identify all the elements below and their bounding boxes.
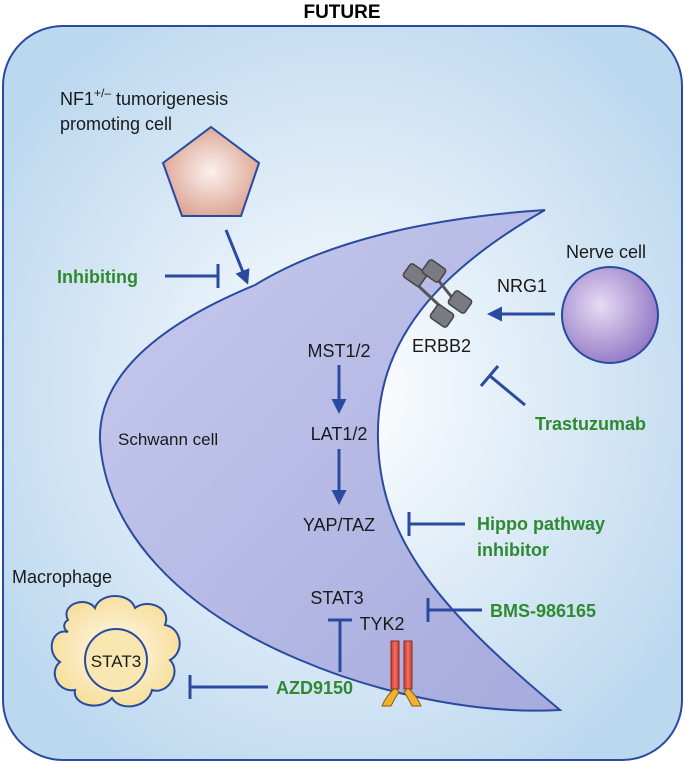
schwann-cell-label: Schwann cell	[118, 430, 218, 449]
trastuzumab-bar-cap	[479, 365, 500, 387]
tumor-to-schwann-arrow	[224, 229, 250, 285]
diagram-title: FUTURE	[303, 2, 380, 23]
erbb2-receptor-icon	[402, 259, 473, 328]
schwann-cell-shape	[98, 209, 563, 712]
yap-taz-label: YAP/TAZ	[303, 515, 375, 535]
mst-label: MST1/2	[307, 341, 370, 361]
tumor-cell-label-line1: NF1+/– tumorigenesis	[60, 86, 228, 109]
azd9150-label: AZD9150	[276, 678, 353, 698]
stat3-label: STAT3	[310, 588, 363, 608]
hippo-inhibitor-label-line1: Hippo pathway	[477, 514, 605, 534]
tumorigenesis-cell-shape	[161, 125, 261, 217]
inhibiting-label: Inhibiting	[57, 267, 138, 287]
macrophage-nucleus	[84, 628, 148, 692]
hippo-inhibitor-label-line2: inhibitor	[477, 540, 549, 560]
nerve-cell-label: Nerve cell	[566, 242, 646, 262]
macrophage-label: Macrophage	[12, 567, 112, 587]
cytokine-receptor-icon	[381, 640, 422, 707]
nerve-cell-shape	[561, 266, 659, 364]
tyk2-label: TYK2	[359, 614, 404, 634]
nrg1-label: NRG1	[497, 276, 547, 296]
bms-986165-label: BMS-986165	[490, 601, 596, 621]
macrophage-stat3-label: STAT3	[91, 652, 141, 671]
erbb2-label: ERBB2	[412, 336, 471, 356]
lat-label: LAT1/2	[311, 424, 368, 444]
trastuzumab-bar-line	[489, 374, 526, 407]
tumor-cell-label-line2: promoting cell	[60, 114, 172, 134]
trastuzumab-label: Trastuzumab	[535, 414, 646, 434]
